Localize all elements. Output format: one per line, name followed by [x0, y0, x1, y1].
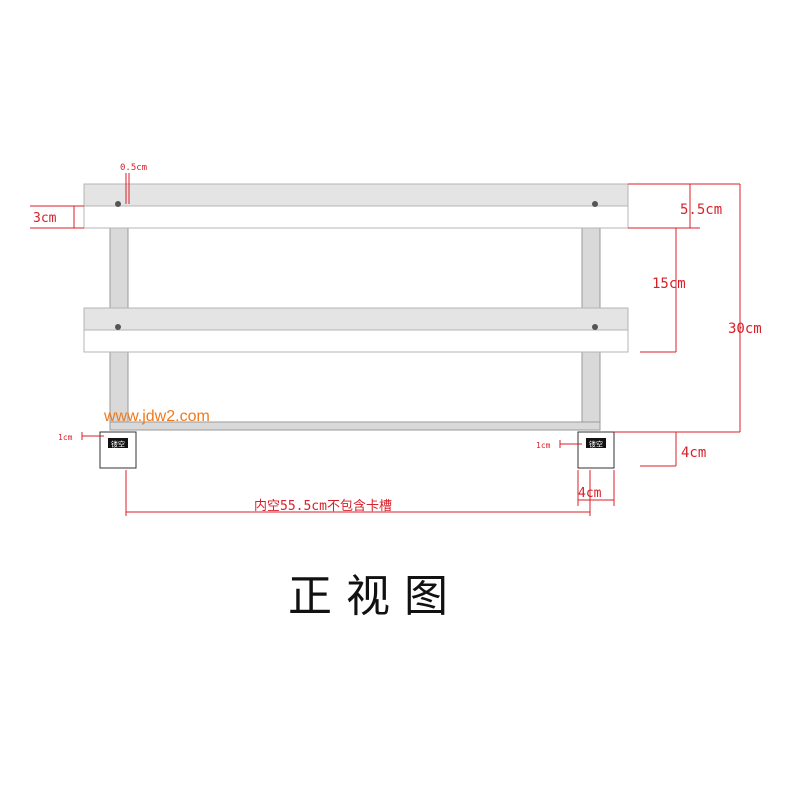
foot-height-label: 4cm — [681, 445, 706, 461]
notch-left-label: 1cm — [58, 433, 73, 442]
middle-rail-left-hole — [115, 324, 121, 330]
hole-diameter-label: 0.5cm — [120, 163, 147, 173]
right-foot-tag-label: 镂空 — [589, 440, 603, 449]
bottom-bar — [109, 421, 601, 431]
total-height-label: 30cm — [728, 321, 762, 337]
inner-width-label: 内空55.5cm不包含卡槽 — [254, 498, 392, 514]
right-foot — [577, 431, 615, 469]
top-rail-right-hole — [592, 201, 598, 207]
top-rail-left-hole — [115, 201, 121, 207]
left-foot-tag — [108, 438, 128, 448]
rail-gap-label: 15cm — [652, 276, 686, 292]
middle-rail-front — [83, 329, 629, 353]
right-foot-tag — [586, 438, 606, 448]
watermark: www.jdw2.com — [104, 408, 210, 425]
foot-width-label: 4cm — [578, 486, 602, 501]
left-foot-tag-label: 镂空 — [111, 440, 125, 449]
top-offset-label: 5.5cm — [680, 202, 722, 218]
left-foot — [99, 431, 137, 469]
notch-right-label: 1cm — [536, 441, 551, 450]
rail-height-label: 3cm — [33, 211, 57, 226]
top-rail-front — [83, 205, 629, 229]
dimension-lines — [30, 173, 741, 516]
middle-rail-right-hole — [592, 324, 598, 330]
middle-rail-back — [83, 307, 629, 331]
view-caption: 正视图 — [288, 571, 462, 622]
top-rail-back — [83, 183, 629, 207]
